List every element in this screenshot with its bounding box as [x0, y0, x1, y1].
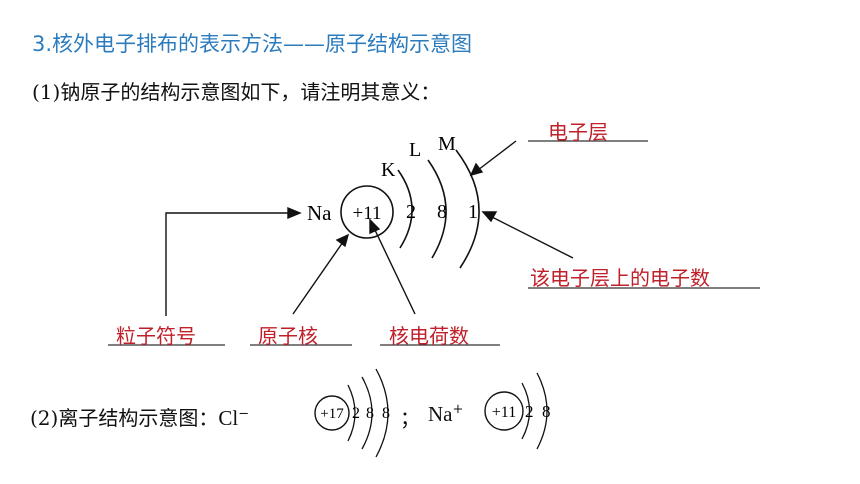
electron-count-l: 8 [437, 201, 447, 223]
cl-shell-1 [347, 384, 356, 442]
cl-charge: − [238, 406, 250, 422]
shell-name-k: K [381, 159, 396, 181]
label-nucleus: 原子核 [258, 324, 318, 348]
pointer-electrons [489, 215, 574, 259]
section-title: 3.核外电子排布的表示方法——原子结构示意图 [32, 32, 473, 56]
shell-name-l: L [409, 139, 421, 161]
label-particle-symbol: 粒子符号 [116, 324, 196, 348]
arrowhead-nucleus [335, 233, 350, 248]
pointer-shell [477, 140, 517, 171]
arrowhead-nuclear-charge [369, 218, 381, 235]
na-symbol: Na [307, 201, 332, 225]
label-nuclear-charge: 核电荷数 [389, 324, 469, 348]
question-2-prefix: (2)离子结构示意图： [30, 406, 219, 430]
question-1: (1)钠原子的结构示意图如下，请注明其意义： [32, 80, 441, 104]
pointer-nucleus [292, 241, 344, 315]
cl-shell-3 [375, 368, 389, 458]
arrowhead-particle-symbol [287, 206, 302, 220]
shell-l-arc [427, 159, 447, 259]
pointer-particle-symbol [165, 212, 292, 316]
na-ion-symbol: Na [428, 402, 453, 426]
label-shell: 电子层 [548, 120, 608, 144]
electron-count-k: 2 [406, 201, 416, 223]
label-electrons-in-shell: 该电子层上的电子数 [530, 266, 710, 290]
separator: ； [400, 406, 420, 430]
na-ion-nucleus-circle [484, 391, 524, 431]
na-ion-electrons-2: 8 [542, 402, 551, 421]
cl-nucleus-charge: +17 [320, 406, 344, 422]
electron-count-m: 1 [468, 201, 478, 223]
nucleus-circle [340, 185, 394, 239]
cl-electrons-1: 2 [352, 405, 360, 422]
cl-nucleus-circle [314, 395, 350, 431]
na-ion-charge: + [452, 402, 464, 417]
shell-m-arc [455, 149, 480, 269]
cl-electrons-2: 8 [366, 405, 374, 422]
shell-k-arc [397, 169, 413, 249]
na-ion-shell-2 [536, 372, 548, 450]
pointer-nuclear-charge [373, 227, 416, 315]
na-ion-label: Na+ [428, 402, 463, 427]
nucleus-charge: +11 [352, 203, 381, 224]
arrowhead-shell [469, 162, 484, 177]
cl-symbol: Cl [218, 406, 239, 430]
arrowhead-electrons [481, 211, 498, 223]
question-2: (2)离子结构示意图：Cl− [30, 402, 249, 431]
na-ion-electrons-1: 2 [525, 402, 534, 421]
na-ion-shell-1 [521, 382, 531, 440]
na-ion-nucleus-charge: +11 [492, 404, 516, 421]
cl-shell-2 [361, 376, 373, 450]
shell-name-m: M [438, 133, 456, 155]
cl-electrons-3: 8 [382, 405, 390, 422]
